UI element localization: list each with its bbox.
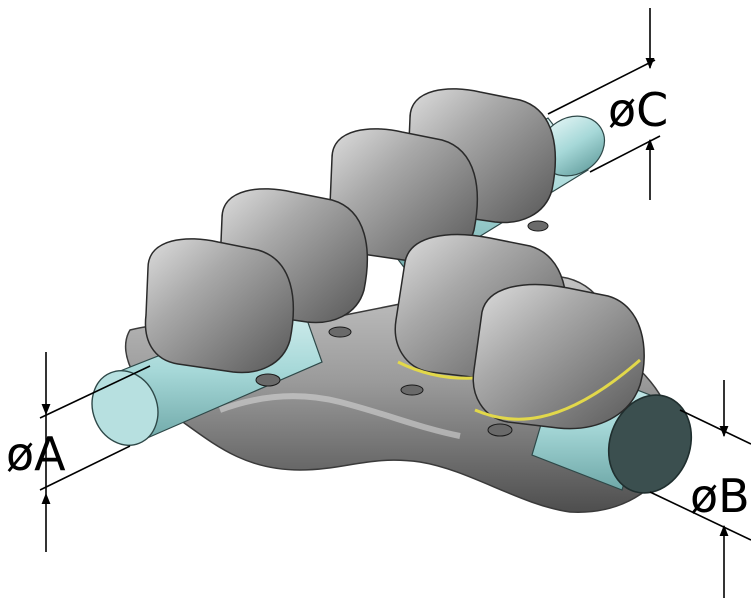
dimension-c xyxy=(547,8,661,200)
saddle-caps-back-row xyxy=(144,88,557,374)
dimension-a xyxy=(39,352,151,552)
saddle-caps-front-row xyxy=(394,233,645,430)
pipe-b-end-face xyxy=(607,394,693,494)
fastener-heads xyxy=(255,220,549,437)
dimension-b-label: øB xyxy=(690,469,750,523)
dimension-c-label: øC xyxy=(608,83,668,137)
dimension-b xyxy=(649,380,751,598)
pipe-a-end-face xyxy=(91,370,159,446)
dimension-a-label: øA xyxy=(6,427,66,481)
base-highlight xyxy=(218,393,461,439)
